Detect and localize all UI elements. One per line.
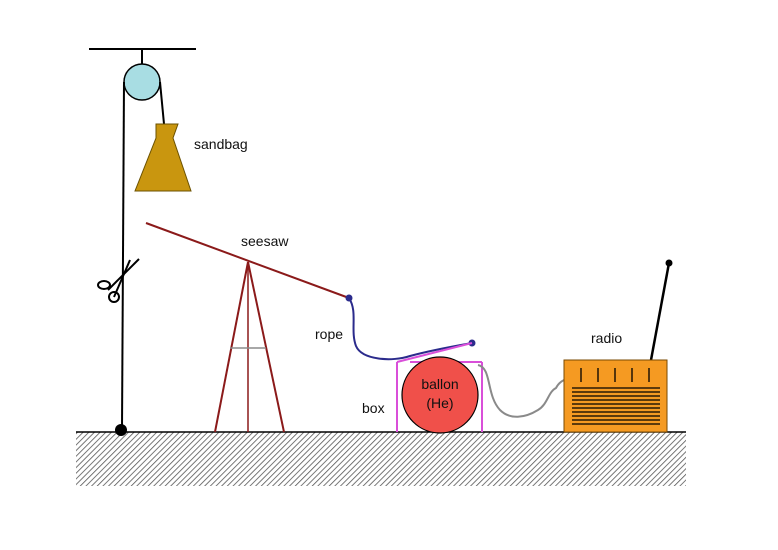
balloon-label-line2: (He) xyxy=(426,395,453,411)
seesaw-label: seesaw xyxy=(241,233,289,249)
radio-label: radio xyxy=(591,330,622,346)
seesaw xyxy=(145,222,350,433)
pulley-string-right xyxy=(159,81,165,125)
pulley-string-left xyxy=(121,81,125,429)
wire xyxy=(477,364,565,418)
anchor-point xyxy=(115,424,127,436)
pulley xyxy=(123,63,161,101)
balloon xyxy=(401,356,479,434)
rope xyxy=(348,297,473,361)
balloon-label-line1: ballon xyxy=(421,376,458,392)
rope-end-seesaw xyxy=(345,294,353,302)
sandbag-label: sandbag xyxy=(194,136,248,152)
box-label: box xyxy=(362,400,385,416)
sandbag xyxy=(134,123,192,192)
radio xyxy=(563,259,673,433)
rope-label: rope xyxy=(315,326,343,342)
scissors-icon xyxy=(97,258,140,303)
ground xyxy=(76,431,686,486)
